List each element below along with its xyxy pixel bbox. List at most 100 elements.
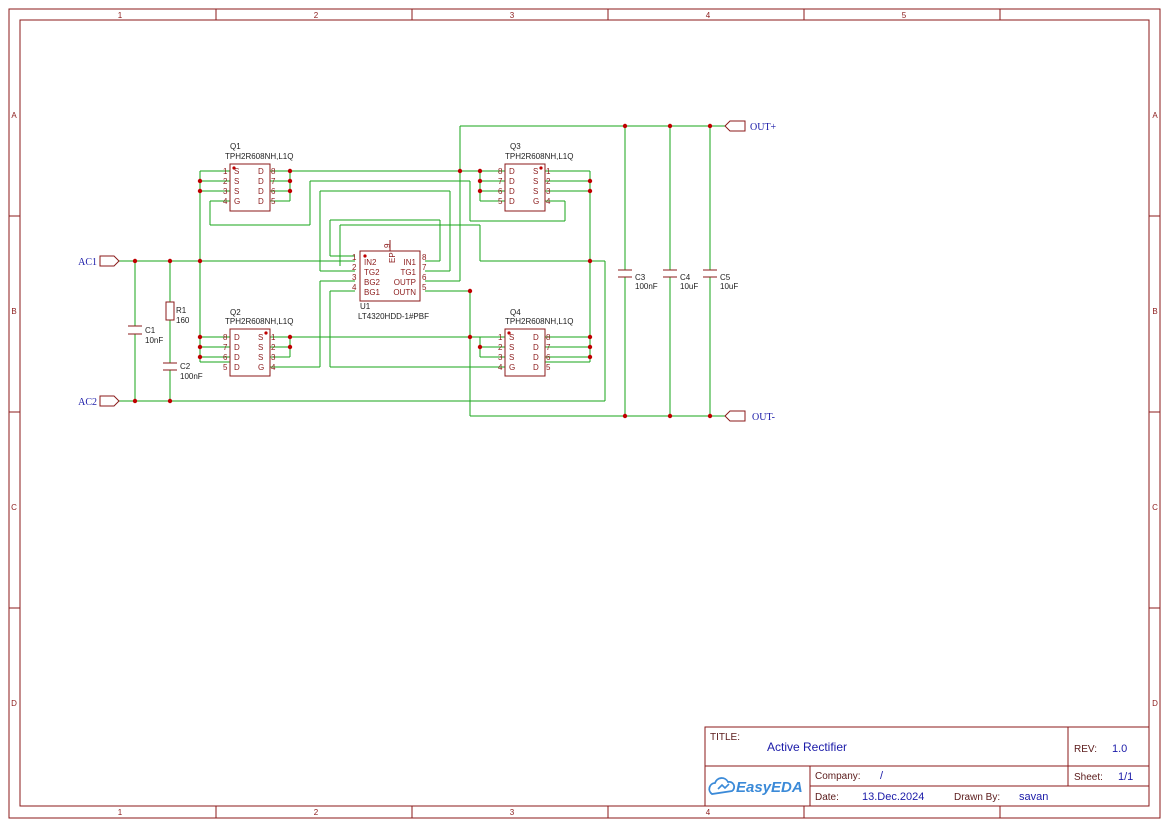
svg-text:S: S [509, 353, 514, 362]
svg-text:2: 2 [498, 343, 503, 352]
mosfet-q4[interactable]: Q4 TPH2R608NH,L1Q 12 34 SS SG DD DD 87 6… [498, 308, 573, 377]
svg-text:1: 1 [352, 253, 357, 262]
svg-text:D: D [509, 177, 515, 186]
q3-ref: Q3 [510, 142, 521, 151]
q2-value: TPH2R608NH,L1Q [225, 317, 293, 326]
col-label: 1 [118, 11, 123, 20]
sheet-label: Sheet: [1074, 772, 1103, 783]
q1-value: TPH2R608NH,L1Q [225, 152, 293, 161]
c2-value: 100nF [180, 372, 203, 381]
date-value: 13.Dec.2024 [862, 791, 924, 803]
title-block: TITLE: Active Rectifier REV: 1.0 Company… [704, 726, 1150, 807]
svg-text:S: S [234, 187, 239, 196]
row-label: B [11, 307, 16, 316]
mosfet-q2[interactable]: Q2 TPH2R608NH,L1Q 87 65 DD DD SS SG 12 3… [223, 308, 293, 377]
svg-text:7: 7 [422, 263, 427, 272]
svg-text:S: S [533, 177, 538, 186]
svg-text:BG2: BG2 [364, 278, 381, 287]
svg-text:D: D [258, 167, 264, 176]
svg-text:4: 4 [352, 283, 357, 292]
q4-value: TPH2R608NH,L1Q [505, 317, 573, 326]
svg-text:IN1: IN1 [404, 258, 417, 267]
svg-text:7: 7 [546, 343, 551, 352]
svg-text:G: G [509, 363, 515, 372]
net-label-out-plus: OUT+ [750, 122, 777, 133]
capacitor-c1[interactable]: C1 10nF [128, 325, 163, 345]
mosfet-q3[interactable]: Q3 TPH2R608NH,L1Q 87 65 DD DD SS SG 12 3… [498, 142, 573, 212]
col-label: 2 [314, 11, 319, 20]
row-label: D [1152, 699, 1158, 708]
svg-text:5: 5 [223, 363, 228, 372]
c4-value: 10uF [680, 282, 698, 291]
net-port-ac2[interactable]: AC2 [78, 395, 120, 408]
r1-value: 160 [176, 316, 190, 325]
svg-text:8: 8 [271, 167, 276, 176]
row-label: C [11, 503, 17, 512]
svg-text:4: 4 [223, 197, 228, 206]
svg-text:D: D [533, 363, 539, 372]
sheet-value: 1/1 [1118, 771, 1133, 783]
svg-text:S: S [509, 343, 514, 352]
net-port-ac1[interactable]: AC1 [78, 255, 120, 268]
svg-text:D: D [258, 177, 264, 186]
svg-text:8: 8 [422, 253, 427, 262]
u1-ep-num: 9 [383, 243, 392, 248]
c2-ref: C2 [180, 362, 191, 371]
svg-text:4: 4 [498, 363, 503, 372]
svg-text:6: 6 [223, 353, 228, 362]
capacitor-c2[interactable]: C2 100nF [163, 362, 203, 381]
svg-text:1: 1 [546, 167, 551, 176]
svg-text:D: D [234, 353, 240, 362]
c1-ref: C1 [145, 326, 156, 335]
row-label: C [1152, 503, 1158, 512]
row-label: B [1152, 307, 1157, 316]
capacitor-c3[interactable]: C3 100nF [618, 269, 658, 291]
c4-ref: C4 [680, 273, 691, 282]
svg-text:S: S [533, 167, 538, 176]
company-value: / [880, 770, 884, 782]
svg-text:3: 3 [546, 187, 551, 196]
svg-text:BG1: BG1 [364, 288, 381, 297]
svg-text:8: 8 [546, 333, 551, 342]
q3-value: TPH2R608NH,L1Q [505, 152, 573, 161]
svg-text:3: 3 [271, 353, 276, 362]
svg-text:TG2: TG2 [364, 268, 380, 277]
drawn-by-value: savan [1019, 791, 1048, 803]
svg-text:5: 5 [498, 197, 503, 206]
svg-text:6: 6 [546, 353, 551, 362]
svg-text:D: D [533, 343, 539, 352]
c5-ref: C5 [720, 273, 731, 282]
svg-text:2: 2 [223, 177, 228, 186]
net-port-out-plus[interactable]: OUT+ [724, 120, 777, 133]
svg-text:4: 4 [271, 363, 276, 372]
svg-text:G: G [533, 197, 539, 206]
cloud-icon [708, 777, 736, 795]
svg-text:6: 6 [498, 187, 503, 196]
capacitor-c4[interactable]: C4 10uF [663, 269, 698, 291]
svg-text:7: 7 [271, 177, 276, 186]
resistor-r1[interactable]: R1 160 [165, 301, 190, 325]
svg-text:OUTP: OUTP [394, 278, 416, 287]
svg-text:TG1: TG1 [400, 268, 416, 277]
net-label-ac1: AC1 [78, 257, 97, 268]
u1-ref: U1 [360, 302, 371, 311]
svg-text:6: 6 [422, 273, 427, 282]
row-label: A [11, 111, 17, 120]
svg-text:5: 5 [271, 197, 276, 206]
row-label: A [1152, 111, 1158, 120]
frame-column-labels-bottom: 1 2 3 4 [118, 808, 711, 817]
svg-text:2: 2 [271, 343, 276, 352]
net-label-ac2: AC2 [78, 397, 97, 408]
svg-text:G: G [234, 197, 240, 206]
mosfet-q1[interactable]: Q1 TPH2R608NH,L1Q 12 34 SS SG DD DD 87 6… [223, 142, 293, 212]
svg-text:4: 4 [546, 197, 551, 206]
svg-text:S: S [258, 333, 263, 342]
svg-text:6: 6 [271, 187, 276, 196]
svg-text:S: S [509, 333, 514, 342]
svg-text:1: 1 [271, 333, 276, 342]
svg-text:1: 1 [498, 333, 503, 342]
net-port-out-minus[interactable]: OUT- [724, 410, 775, 423]
wires [119, 125, 725, 417]
capacitor-c5[interactable]: C5 10uF [703, 269, 738, 291]
